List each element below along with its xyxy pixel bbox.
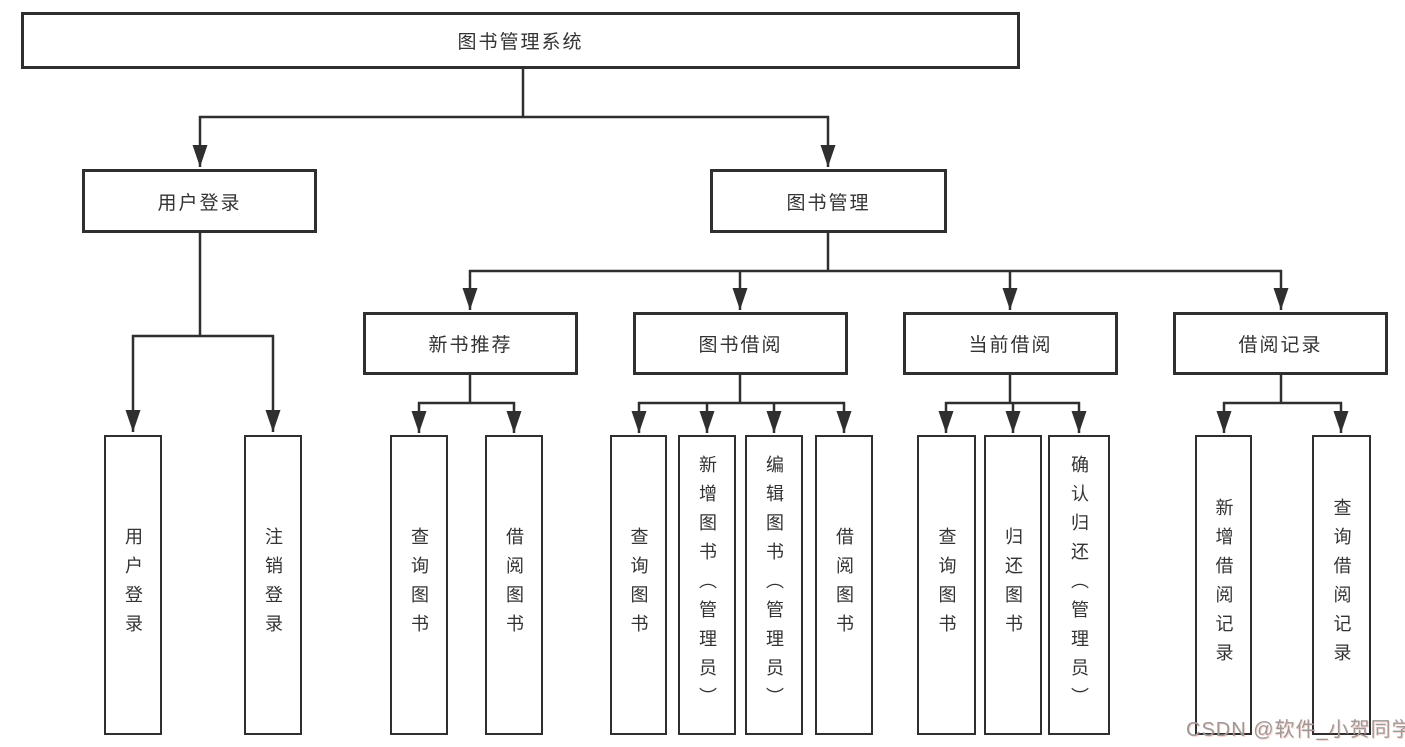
node-book-borrow: 图书借阅 (633, 312, 848, 375)
node-label: 借阅图书 (834, 527, 854, 643)
node-label: 图书管理 (786, 192, 871, 214)
node-label: 确认归还（管理员） (1069, 454, 1089, 716)
node-label: 查询借阅记录 (1331, 498, 1352, 672)
connectors-user-login (125, 233, 281, 432)
node-label: 新增借阅记录 (1213, 498, 1234, 672)
connectors-new-book-recommend (411, 375, 522, 433)
leaf-query-borrow-record: 查询借阅记录 (1312, 435, 1371, 735)
csdn-watermark: CSDN @软件_小贺同学 (1186, 719, 1405, 741)
leaf-query-book-borrow: 查询图书 (610, 435, 667, 735)
connectors-borrow-records (1216, 375, 1349, 433)
node-label: 查询图书 (628, 527, 649, 643)
leaf-query-book-current: 查询图书 (917, 435, 976, 735)
leaf-add-borrow-record: 新增借阅记录 (1195, 435, 1252, 735)
node-book-management: 图书管理 (710, 169, 947, 233)
node-label: 当前借阅 (968, 335, 1053, 356)
connectors-root-to-level1 (192, 68, 836, 167)
leaf-edit-book-admin: 编辑图书（管理员） (745, 435, 803, 735)
node-label: 新增图书（管理员） (697, 454, 717, 716)
node-borrow-records: 借阅记录 (1173, 312, 1388, 375)
connectors-book-management (462, 233, 1289, 310)
node-label: 用户登录 (157, 192, 242, 214)
node-label: 编辑图书（管理员） (764, 454, 784, 716)
node-current-borrow: 当前借阅 (903, 312, 1118, 375)
leaf-return-book: 归还图书 (984, 435, 1042, 735)
node-label: 用户登录 (123, 527, 143, 643)
node-library-management-system: 图书管理系统 (21, 12, 1020, 69)
leaf-logout: 注销登录 (244, 435, 302, 735)
node-label: 归还图书 (1003, 527, 1023, 643)
node-label: 图书管理系统 (457, 32, 584, 53)
leaf-add-book-admin: 新增图书（管理员） (678, 435, 736, 735)
node-label: 注销登录 (263, 527, 283, 643)
node-label: 新书推荐 (428, 335, 513, 356)
node-label: 查询图书 (936, 527, 957, 643)
leaf-borrow-book-recommend: 借阅图书 (485, 435, 543, 735)
node-label: 图书借阅 (698, 335, 783, 356)
node-user-login: 用户登录 (82, 169, 317, 233)
node-label: 借阅图书 (504, 527, 524, 643)
leaf-confirm-return-admin: 确认归还（管理员） (1048, 435, 1110, 735)
leaf-user-login: 用户登录 (104, 435, 162, 735)
connectors-book-borrow (631, 375, 852, 433)
node-label: 借阅记录 (1238, 335, 1323, 356)
leaf-query-book-recommend: 查询图书 (390, 435, 448, 735)
node-new-book-recommend: 新书推荐 (363, 312, 578, 375)
leaf-borrow-book: 借阅图书 (815, 435, 873, 735)
node-label: 查询图书 (409, 527, 429, 643)
connectors-current-borrow (938, 375, 1087, 433)
